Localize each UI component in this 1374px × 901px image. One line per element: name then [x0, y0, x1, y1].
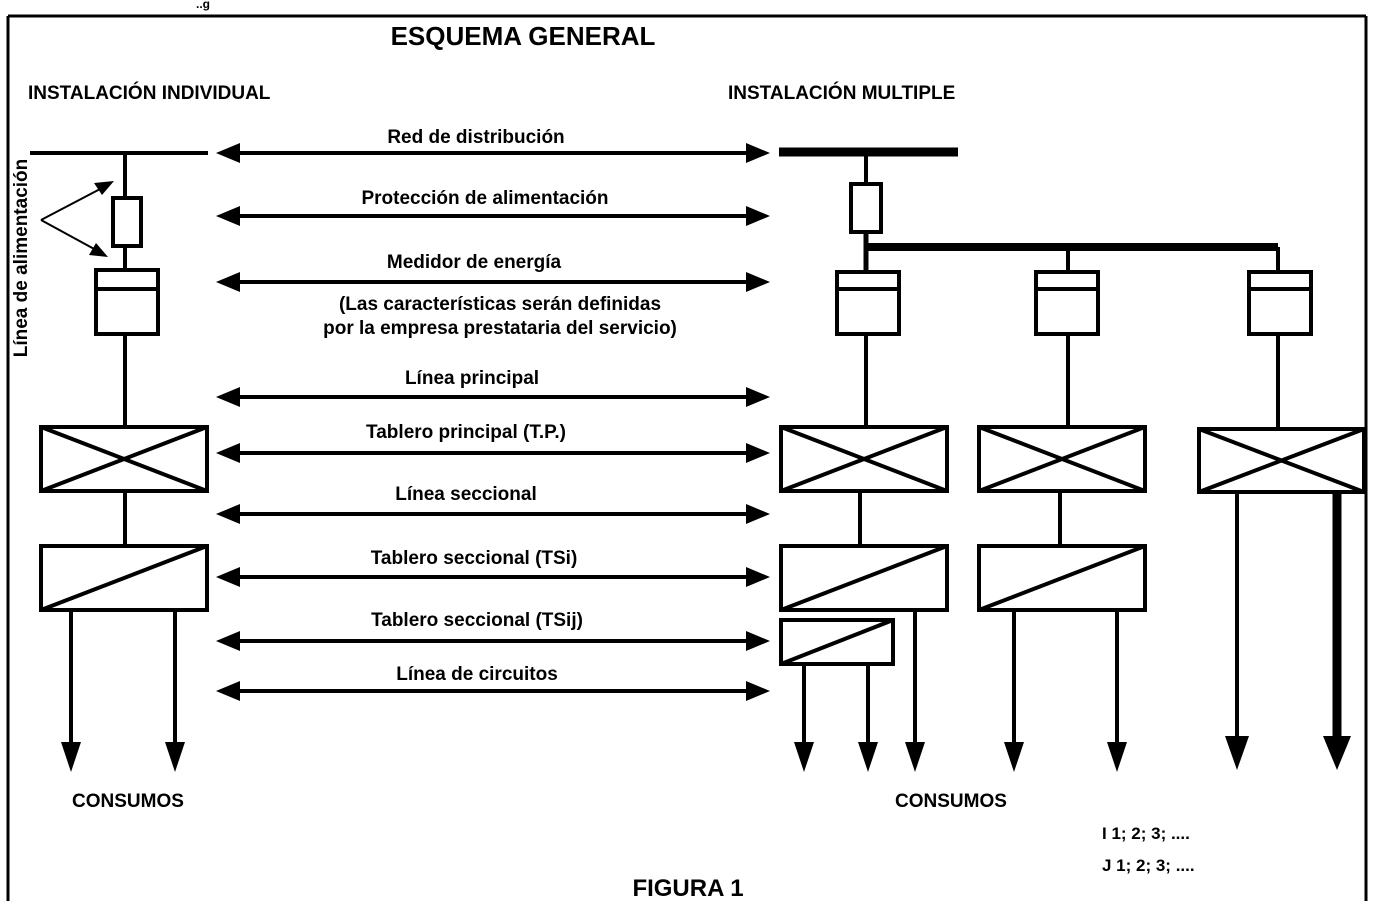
individual-installation: [30, 151, 209, 748]
consumos-right-label: CONSUMOS: [895, 791, 1007, 812]
consumption-arrow: [1225, 736, 1249, 770]
consumption-arrow: [61, 742, 81, 772]
index-j-label: J 1; 2; 3; ....: [1102, 856, 1195, 875]
consumption-arrow: [1004, 742, 1024, 772]
consumption-arrow: [165, 742, 185, 772]
energy-meter-box: [835, 270, 901, 336]
fuse-box: [849, 182, 883, 234]
label-linea-seccional: Línea seccional: [395, 484, 537, 505]
label-proteccion: Protección de alimentación: [361, 188, 608, 209]
energy-meter-box: [94, 268, 160, 336]
center-labels: Red de distribución Protección de alimen…: [323, 127, 677, 685]
energy-meter-box: [1247, 270, 1313, 336]
center-double-arrows: [232, 151, 752, 693]
frame: [6, 14, 1368, 901]
consumption-arrow: [1107, 742, 1127, 772]
center-arrowheads: [216, 143, 770, 701]
consumption-arrow: [905, 742, 925, 772]
label-tablero-seccional-tsij: Tablero seccional (TSij): [371, 610, 583, 631]
feed-line-vertical-label: Línea de alimentación: [11, 159, 32, 358]
index-i-label: I 1; 2; 3; ....: [1102, 824, 1190, 843]
pointer-arrowhead: [89, 243, 108, 257]
multiple-installation: [779, 147, 1366, 748]
pointer-arrowhead: [94, 181, 114, 195]
consumption-arrow: [794, 742, 814, 772]
diagram-title: ESQUEMA GENERAL: [391, 21, 656, 51]
left-heading: INSTALACIÓN INDIVIDUAL: [28, 82, 271, 104]
label-linea-principal: Línea principal: [405, 368, 539, 389]
right-heading: INSTALACIÓN MULTIPLE: [728, 82, 955, 104]
label-linea-circuitos: Línea de circuitos: [396, 664, 558, 685]
label-tablero-seccional-tsi: Tablero seccional (TSi): [371, 548, 578, 569]
fuse-box: [111, 196, 143, 248]
top-left-snippet: ..g: [196, 0, 210, 11]
figure-caption: FIGURA 1: [632, 875, 743, 901]
label-note-line2: por la empresa prestataria del servicio): [323, 318, 677, 339]
consumption-arrow: [1323, 736, 1351, 770]
label-medidor: Medidor de energía: [387, 252, 562, 273]
consumos-left-label: CONSUMOS: [72, 791, 184, 812]
consumption-arrow: [858, 742, 878, 772]
feed-line-pointers: [40, 187, 103, 251]
label-note-line1: (Las características serán definidas: [339, 294, 661, 315]
energy-meter-box: [1034, 270, 1100, 336]
label-red-distribucion: Red de distribución: [387, 127, 564, 148]
label-tablero-principal: Tablero principal (T.P.): [366, 422, 566, 443]
